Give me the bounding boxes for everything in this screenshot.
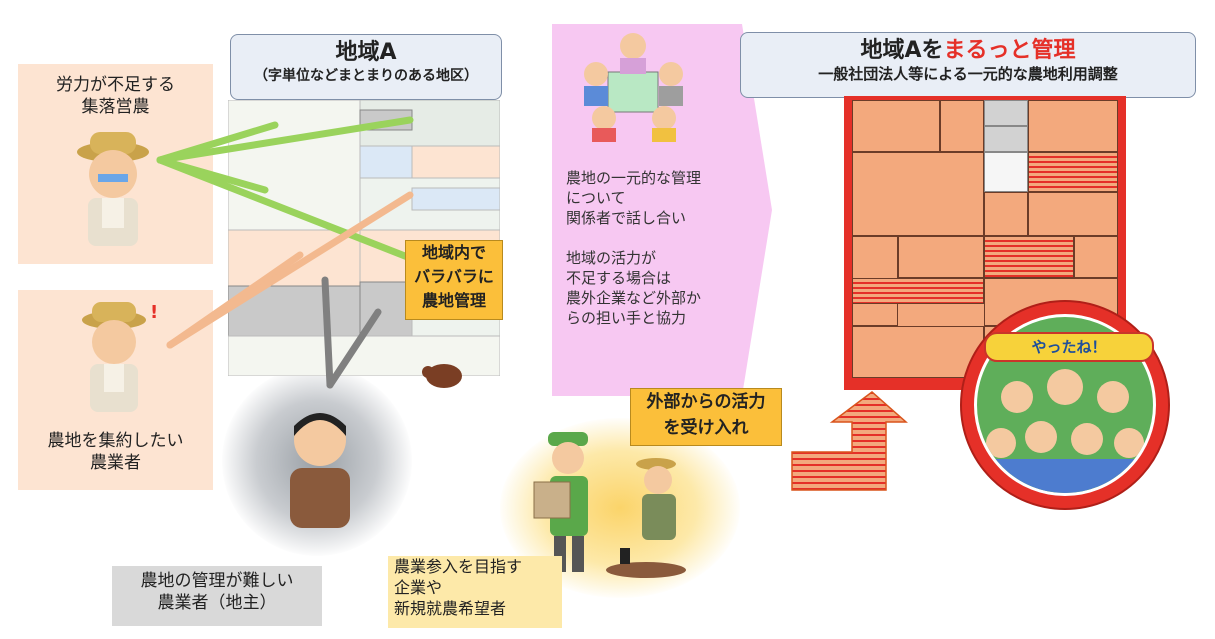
- celebration-banner: やったね！: [984, 332, 1154, 362]
- svg-text:!: !: [150, 302, 158, 323]
- meeting-people-illustration: [584, 33, 683, 142]
- managed-title-highlight: まるっと管理: [943, 38, 1076, 63]
- actor-village-farm-label: 労力が不足する 集落営農: [56, 75, 175, 117]
- external-vitality-note: 外部からの活力 を受け入れ: [630, 388, 782, 446]
- intake-arrow: [791, 391, 908, 491]
- celebration-badge: やったね！: [960, 300, 1170, 510]
- field-plot: [898, 236, 984, 278]
- field-plot: [1028, 100, 1118, 152]
- discussion-text: 農地の一元的な管理 について 関係者で話し合い 地域の活力が 不足する場合は 農…: [566, 169, 702, 327]
- actor-landowner-label: 農地の管理が難しい 農業者（地主）: [112, 566, 322, 626]
- field-plot: [984, 152, 1028, 192]
- field-plot: [984, 126, 1028, 152]
- field-plot: [852, 152, 984, 236]
- field-plot: [984, 236, 1074, 278]
- farmer-young-illustration: !: [82, 302, 158, 412]
- boar-icon: [422, 364, 462, 388]
- managed-title-box: 地域Aをまるっと管理 一般社団法人等による一元的な農地利用調整: [740, 32, 1196, 98]
- managed-subtitle: 一般社団法人等による一元的な農地利用調整: [818, 65, 1118, 83]
- field-plot: [852, 326, 984, 378]
- field-plot: [984, 100, 1028, 126]
- region-title-box: 地域A （字単位などまとまりのある地区）: [230, 34, 502, 100]
- field-plot: [940, 100, 984, 152]
- field-plot: [852, 278, 984, 304]
- field-plot: [1074, 236, 1118, 278]
- scattered-management-note: 地域内で バラバラに 農地管理: [405, 240, 503, 320]
- field-plot: [1028, 152, 1118, 192]
- region-subtitle: （字単位などまとまりのある地区）: [254, 68, 478, 84]
- new-entrants-label: 農業参入を目指す 企業や 新規就農希望者: [388, 556, 562, 628]
- celebrating-crowd-illustration: [983, 369, 1149, 493]
- actor-consolidating-farmer-label: 農地を集約したい 農業者: [47, 431, 184, 473]
- farmer-elder-illustration: [77, 132, 149, 246]
- landowner-illustration: [290, 413, 350, 528]
- managed-title-prefix: 地域Aを: [860, 38, 944, 63]
- managed-title: 地域Aをまるっと管理: [741, 37, 1195, 65]
- region-title: 地域A: [335, 40, 397, 65]
- new-farmers-illustration: [533, 432, 686, 578]
- connection-lines: [156, 116, 414, 389]
- field-plot: [984, 192, 1028, 236]
- field-plot: [1028, 192, 1118, 236]
- field-plot: [852, 100, 940, 152]
